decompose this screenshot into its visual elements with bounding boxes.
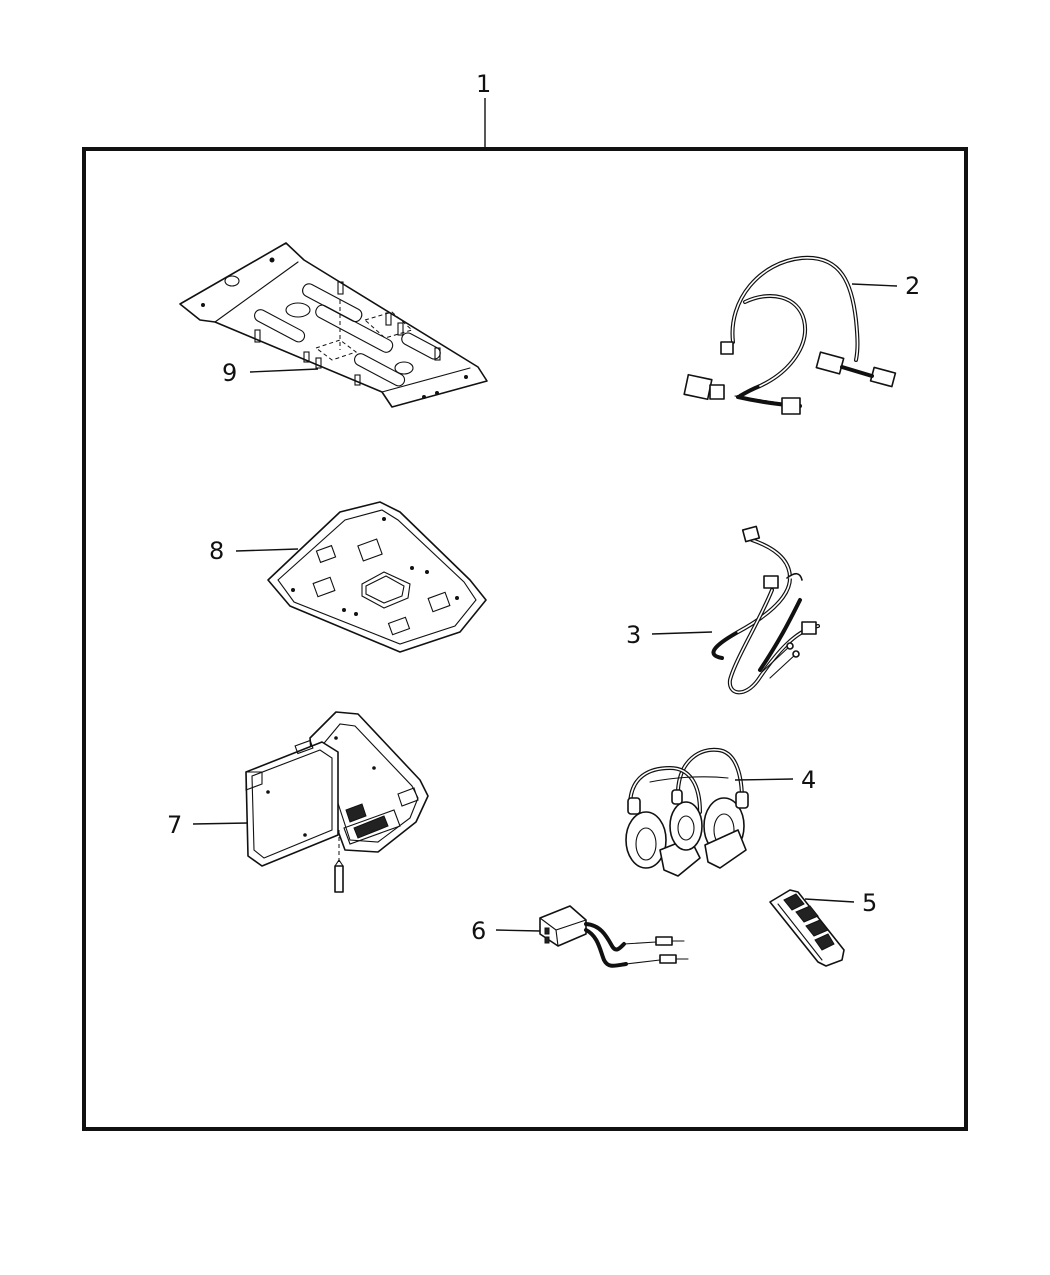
part-3-video-cable (711, 525, 820, 695)
leader-line-4 (734, 778, 794, 781)
leader-line-5 (804, 898, 855, 903)
callout-4: 4 (801, 766, 816, 794)
part-2-wiring-harness (683, 255, 897, 415)
part-8-trim-bezel (267, 501, 487, 653)
part-6-audio-adapter (539, 905, 689, 968)
leader-line-7 (192, 822, 249, 825)
callout-6: 6 (471, 917, 486, 945)
callout-7: 7 (167, 811, 182, 839)
leader-line-9 (249, 368, 319, 373)
callout-2: 2 (905, 272, 920, 300)
callout-3: 3 (626, 621, 641, 649)
callout-1: 1 (476, 70, 491, 98)
leader-line-6 (495, 929, 541, 932)
part-4-wireless-headphones (625, 747, 749, 877)
part-9-mounting-bracket (179, 242, 488, 408)
part-7-overhead-monitor (245, 711, 429, 893)
callout-8: 8 (209, 537, 224, 565)
leader-line-3 (651, 631, 713, 635)
leader-line-8 (235, 548, 299, 552)
leader-line-2 (851, 283, 898, 287)
callout-5: 5 (862, 889, 877, 917)
kit-frame (82, 147, 968, 1131)
part-5-remote-control (769, 889, 845, 967)
callout-9: 9 (222, 359, 237, 387)
